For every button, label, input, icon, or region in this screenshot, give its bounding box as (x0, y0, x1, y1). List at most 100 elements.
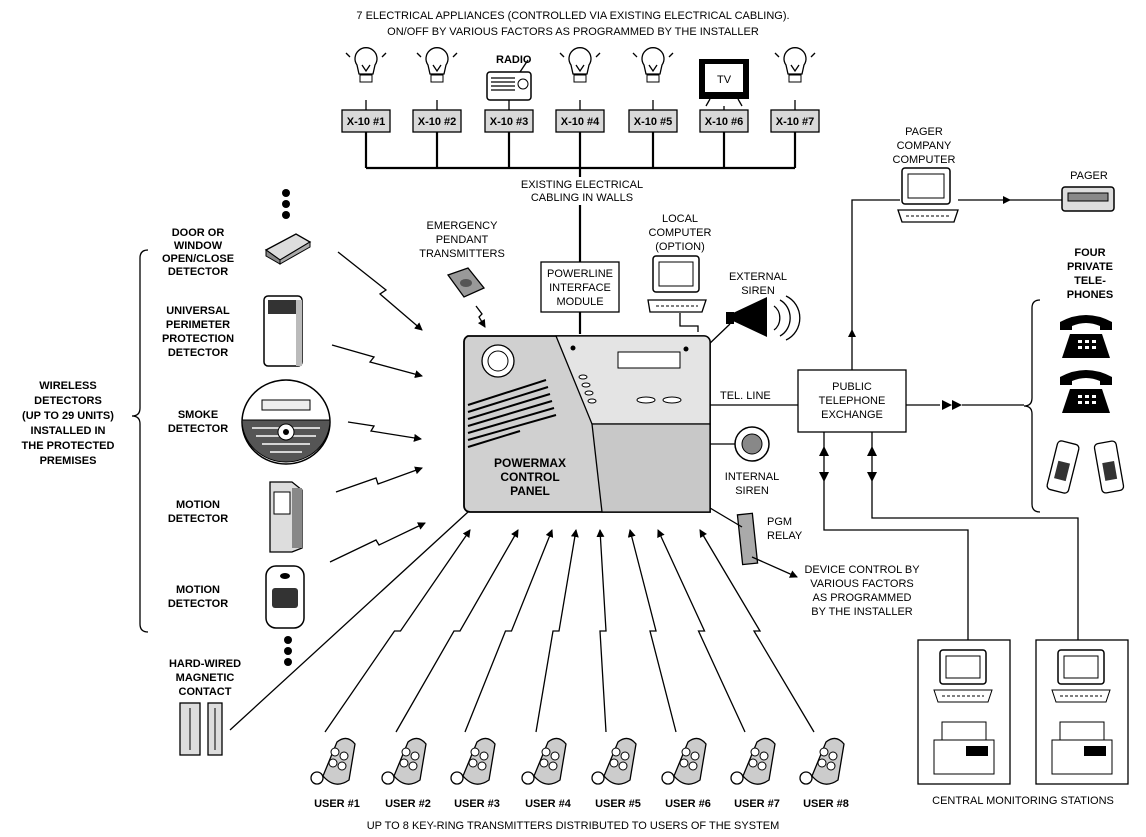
signal-arrow (337, 251, 423, 331)
user-label: USER #6 (665, 798, 711, 810)
electrical-cabling (364, 132, 797, 262)
smoke-detector-icon (241, 379, 331, 465)
telephone-icon (1060, 315, 1112, 358)
x10-module: X-10 #3 (484, 109, 534, 133)
signal-arrow (324, 529, 471, 733)
local-computer-link (679, 313, 699, 332)
door-detector-label-4: DETECTOR (168, 266, 228, 278)
signal-arrow (347, 421, 422, 442)
exchange-to-monitoring-links (819, 432, 1079, 640)
signal-arrow (331, 344, 423, 379)
detectors-bracket (131, 249, 149, 633)
user-label: USER #2 (385, 798, 431, 810)
motion-sensor-icon (269, 481, 303, 553)
title-line-2: ON/OFF BY VARIOUS FACTORS AS PROGRAMMED … (387, 26, 759, 38)
public-exchange-label-1: PUBLIC (832, 381, 872, 393)
x10-label: X-10 #1 (347, 116, 386, 128)
signal-arrow (335, 466, 423, 493)
tv-label: TV (717, 74, 732, 86)
radio-icon (486, 59, 532, 101)
perimeter-label-2: PERIMETER (166, 319, 230, 331)
telephone-icon (1060, 370, 1112, 413)
keyring-transmitter-icon (521, 737, 567, 785)
keyring-transmitter-icon (381, 737, 427, 785)
pendant-transmitter-icon (446, 267, 486, 298)
lightbulb-icon (345, 47, 387, 83)
hardwired-label-3: CONTACT (179, 686, 232, 698)
pendant-label-1: EMERGENCY (427, 220, 499, 232)
perimeter-label-4: DETECTOR (168, 347, 228, 359)
local-computer-label-2: COMPUTER (649, 227, 712, 239)
perimeter-label-1: UNIVERSAL (166, 305, 230, 317)
title-line-1: 7 ELECTRICAL APPLIANCES (CONTROLLED VIA … (356, 10, 789, 22)
tv-icon (699, 59, 749, 107)
control-panel (463, 335, 711, 513)
local-computer-label-3: (OPTION) (655, 241, 705, 253)
powerline-label-2: INTERFACE (549, 282, 611, 294)
hardwired-label-1: HARD-WIRED (169, 658, 241, 670)
phones-bracket (1023, 299, 1041, 513)
keyring-transmitter-icon (799, 737, 845, 785)
user-label: USER #7 (734, 798, 780, 810)
x10-module: X-10 #6 (699, 109, 749, 133)
pgm-label-1: PGM (767, 516, 792, 528)
printer-icon (1051, 721, 1113, 775)
control-panel-label-2: CONTROL (500, 470, 559, 484)
pgm-output-arrow (751, 556, 798, 578)
x10-module: X-10 #4 (555, 109, 605, 133)
powerline-label-1: POWERLINE (547, 268, 613, 280)
keyring-signals (324, 529, 815, 733)
private-phones-label-1: FOUR (1074, 247, 1105, 259)
x10-module: X-10 #7 (770, 109, 820, 133)
hardwired-label-2: MAGNETIC (176, 672, 235, 684)
pendant-label-2: PENDANT (436, 234, 489, 246)
powerline-label-3: MODULE (556, 296, 603, 308)
powerline-module-box (540, 261, 620, 313)
computer-icon (1051, 649, 1111, 703)
mobile-phone-icon (1046, 440, 1080, 494)
radio-label: RADIO (496, 54, 532, 66)
motion2-label-2: DETECTOR (168, 598, 228, 610)
pgm-label-2: RELAY (767, 530, 803, 542)
pager-icon (1061, 186, 1115, 212)
external-siren-label-2: SIREN (741, 285, 775, 297)
x10-module: X-10 #1 (341, 109, 391, 133)
megaphone-icon (726, 295, 801, 341)
lightbulb-icon (559, 47, 601, 83)
motion1-label-2: DETECTOR (168, 513, 228, 525)
private-phones-label-4: PHONES (1067, 289, 1113, 301)
private-phones-label-3: TELE- (1074, 275, 1106, 287)
user-label: USER #5 (595, 798, 641, 810)
public-exchange-label-3: EXCHANGE (821, 409, 883, 421)
user-label: USER #4 (525, 798, 572, 810)
x10-module: X-10 #5 (628, 109, 678, 133)
cabling-label-2: CABLING IN WALLS (531, 192, 633, 204)
public-exchange-label-2: TELEPHONE (819, 395, 886, 407)
private-phones-label-2: PRIVATE (1067, 261, 1113, 273)
cabling-label-1: EXISTING ELECTRICAL (521, 179, 643, 191)
x10-label: X-10 #4 (561, 116, 600, 128)
computer-icon (897, 167, 959, 223)
x10-label: X-10 #6 (705, 116, 744, 128)
door-detector-label-1: DOOR OR (172, 227, 225, 239)
internal-siren-icon (734, 426, 770, 462)
smoke-label-1: SMOKE (178, 409, 218, 421)
motion-sensor-icon (265, 565, 305, 629)
more-items-dots (284, 636, 292, 666)
magnetic-contact-icon (179, 702, 223, 756)
central-monitoring-label: CENTRAL MONITORING STATIONS (932, 795, 1114, 807)
pendant-signal-arrow (475, 305, 486, 328)
external-siren-label-1: EXTERNAL (729, 271, 787, 283)
pager-label: PAGER (1070, 170, 1108, 182)
wireless-label-4: INSTALLED IN (31, 425, 106, 437)
device-control-label-1: DEVICE CONTROL BY (804, 564, 920, 576)
more-items-dots (282, 189, 290, 219)
internal-siren-label-2: SIREN (735, 485, 769, 497)
x10-label: X-10 #2 (418, 116, 457, 128)
tel-line-label: TEL. LINE (720, 390, 771, 402)
wireless-label-6: PREMISES (40, 455, 97, 467)
mobile-phone-icon (1093, 440, 1125, 494)
lightbulb-icon (774, 47, 816, 83)
